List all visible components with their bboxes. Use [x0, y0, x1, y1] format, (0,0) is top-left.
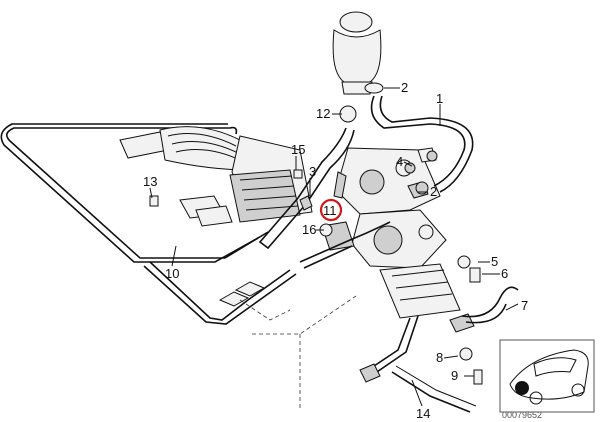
fitting-4: [404, 162, 416, 174]
callout-12: 12: [316, 106, 330, 121]
doc-number: 00079652: [502, 410, 542, 420]
callout-3: 3: [309, 164, 316, 179]
steering-rack: [119, 126, 313, 227]
callout-4: 4: [396, 154, 403, 169]
callout-11: 11: [323, 203, 337, 218]
car-body-outline: [509, 349, 589, 400]
callout-9: 9: [451, 368, 458, 383]
hardware-parts: [149, 105, 483, 385]
hidden-lines: [239, 295, 357, 410]
callout-7: 7: [521, 298, 528, 313]
clamp-12: [339, 105, 357, 123]
callout-15: 15: [291, 142, 305, 157]
location-marker: [515, 381, 529, 395]
nut-15: [293, 169, 303, 179]
washer-5: [457, 255, 471, 269]
callout-8: 8: [436, 350, 443, 365]
bolt-13: [149, 195, 159, 207]
pump-assembly: [321, 147, 447, 269]
fitting-2b: [415, 181, 429, 195]
bolt-9: [473, 369, 483, 385]
washer-8: [459, 347, 473, 361]
callout-2a: 2: [401, 80, 408, 95]
lower-rack: [359, 263, 519, 413]
fluid-reservoir: [332, 11, 384, 95]
vehicle-inset: 00079652: [499, 339, 595, 420]
callout-14: 14: [416, 406, 430, 421]
callout-10: 10: [165, 266, 179, 281]
callout-labels: 2 1 12 15 3 4 2 13 10 16 5 6 7 8 9 14: [143, 80, 528, 421]
return-hoses: [258, 95, 474, 269]
callout-1: 1: [436, 91, 443, 106]
cooler-loop: [0, 123, 297, 325]
highlighted-callout-11: 11: [319, 198, 343, 222]
callout-2b: 2: [430, 184, 437, 199]
leader-lines: [149, 87, 519, 407]
inset-frame: [499, 339, 595, 413]
callout-6: 6: [501, 266, 508, 281]
callout-16: 16: [302, 222, 316, 237]
bolt-6: [469, 267, 481, 283]
callout-13: 13: [143, 174, 157, 189]
highlight-circle: [319, 198, 343, 222]
callout-5: 5: [491, 254, 498, 269]
